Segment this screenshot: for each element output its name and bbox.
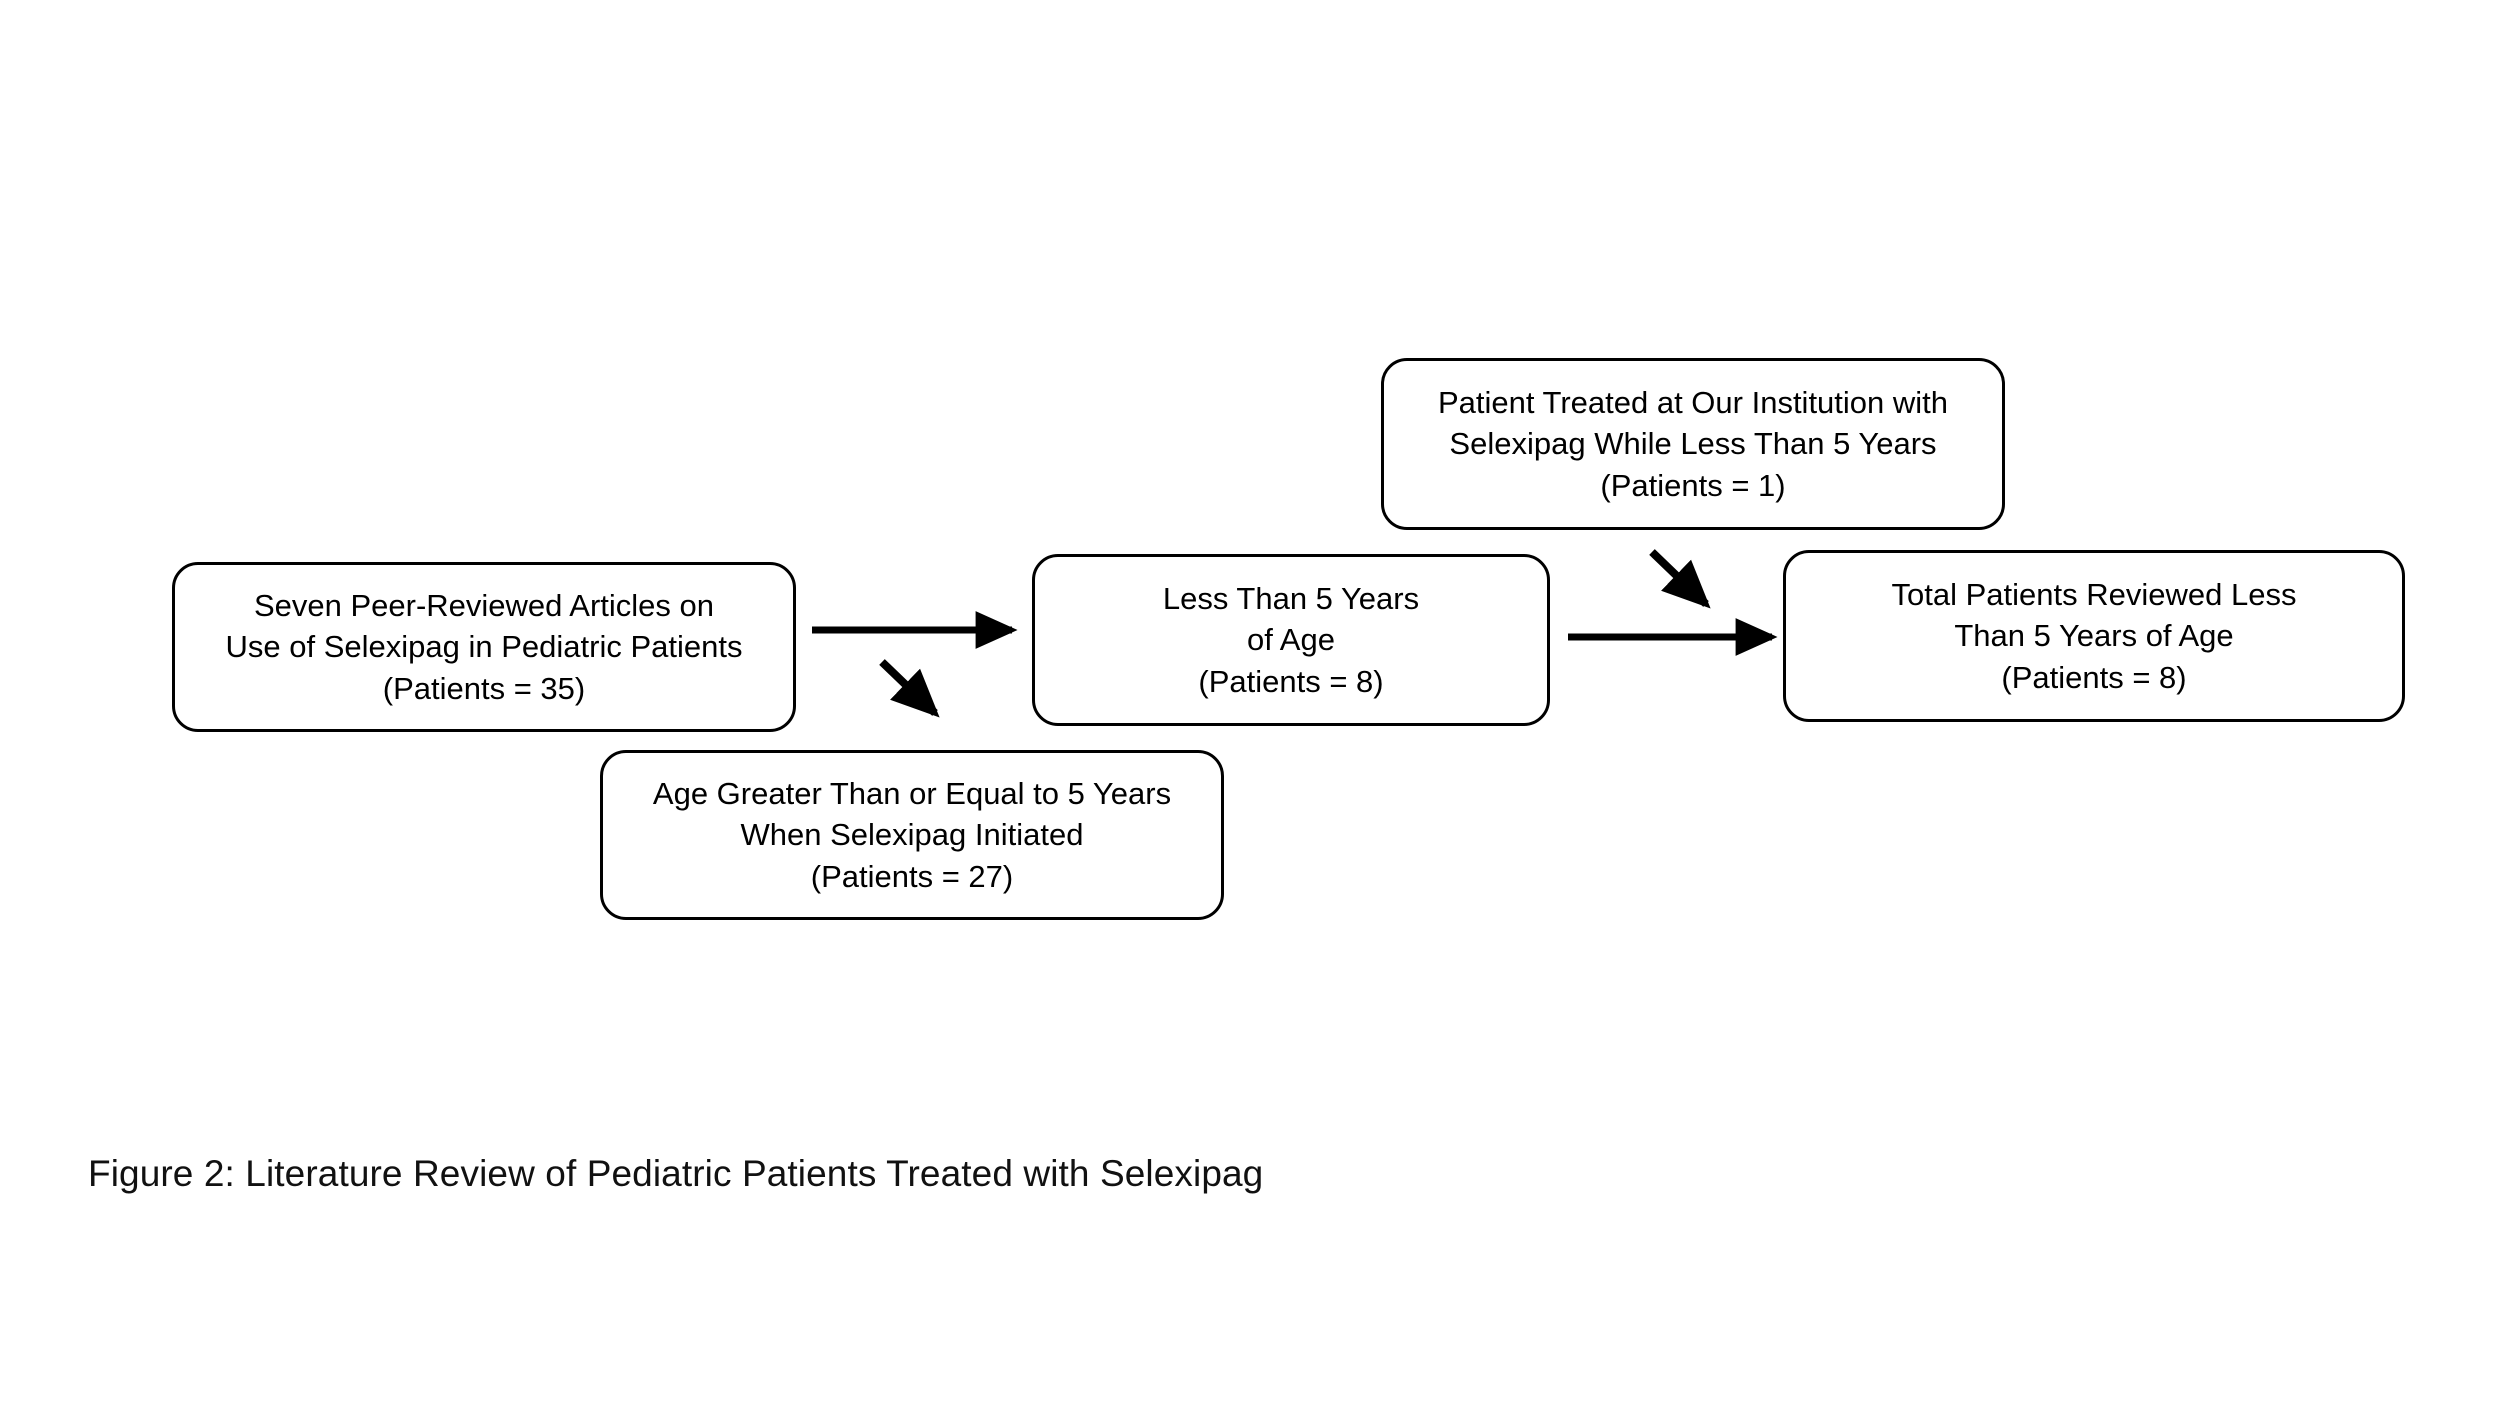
node-patient-treated-at-our-institution: Patient Treated at Our Institution with … [1381, 358, 2005, 530]
node-line: (Patients = 8) [2001, 659, 2187, 695]
node-line: (Patients = 1) [1600, 467, 1786, 503]
arrow-institution-to-total [1649, 549, 1711, 609]
node-line: (Patients = 35) [382, 670, 586, 706]
node-seven-peer-reviewed-articles: Seven Peer-Reviewed Articles on Use of S… [172, 562, 796, 732]
node-line: Than 5 Years of Age [1954, 618, 2234, 654]
node-line: (Patients = 8) [1198, 663, 1384, 699]
node-line: Patient Treated at Our Institution with [1437, 385, 1949, 421]
node-line: Seven Peer-Reviewed Articles on [253, 588, 715, 624]
node-line: Use of Selexipag in Pediatric Patients [225, 629, 743, 665]
node-line: Age Greater Than or Equal to 5 Years [652, 776, 1172, 812]
node-line: Less Than 5 Years [1162, 581, 1420, 617]
node-total-patients-reviewed: Total Patients Reviewed Less Than 5 Year… [1783, 550, 2405, 722]
node-line: Total Patients Reviewed Less [1891, 577, 2297, 613]
node-less-than-5-years-of-age: Less Than 5 Years of Age (Patients = 8) [1032, 554, 1550, 726]
figure-caption: Figure 2: Literature Review of Pediatric… [88, 1153, 1264, 1194]
node-line: of Age [1247, 622, 1335, 658]
node-age-greater-than-or-equal-5: Age Greater Than or Equal to 5 Years Whe… [600, 750, 1224, 920]
node-line: Selexipag While Less Than 5 Years [1449, 426, 1937, 462]
node-line: (Patients = 27) [810, 858, 1014, 894]
arrow-articles-to-age-ge5 [879, 659, 940, 718]
node-line: When Selexipag Initiated [740, 817, 1084, 853]
